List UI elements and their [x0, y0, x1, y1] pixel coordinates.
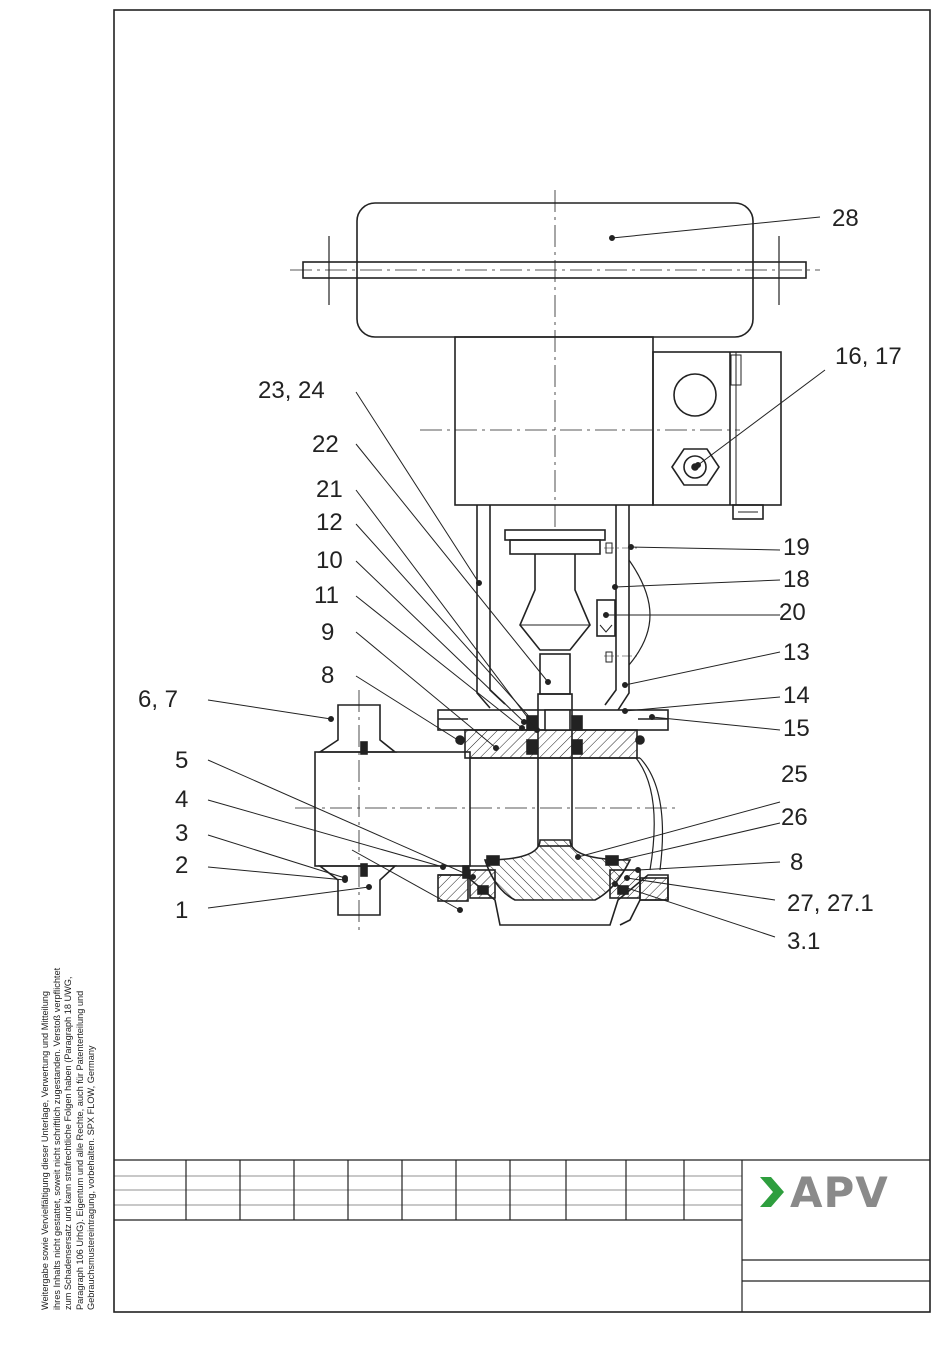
- label-22: 22: [312, 431, 339, 458]
- valve-housing: [420, 190, 782, 530]
- label-8-bottom: 8: [790, 849, 803, 876]
- logo-text: APV: [790, 1167, 889, 1217]
- legal-line: Gebrauchsmustereintragung, vorbehalten. …: [86, 1045, 96, 1310]
- label-28: 28: [832, 205, 859, 232]
- chevron-icon: [760, 1177, 784, 1207]
- label-16-17: 16, 17: [835, 343, 902, 370]
- label-2: 2: [175, 852, 188, 879]
- label-27-27-1: 27, 27.1: [787, 890, 874, 917]
- legal-notice: Weitergabe sowie Vervielfältigung dieser…: [40, 870, 98, 1310]
- drawing-frame: [113, 9, 931, 1313]
- label-9: 9: [321, 619, 334, 646]
- valve-body: [295, 690, 680, 930]
- hex-nut: [671, 448, 720, 486]
- label-3: 3: [175, 820, 188, 847]
- label-3-1: 3.1: [787, 928, 820, 955]
- legal-line: Weitergabe sowie Vervielfältigung dieser…: [40, 990, 50, 1310]
- label-11: 11: [314, 582, 339, 609]
- label-18: 18: [783, 566, 810, 593]
- label-12: 12: [316, 509, 343, 536]
- label-6-7: 6, 7: [138, 686, 178, 713]
- lantern-bracket: [476, 505, 651, 711]
- leader-lines: [207, 216, 826, 938]
- label-25: 25: [781, 761, 808, 788]
- label-13: 13: [783, 639, 810, 666]
- indicator-window: [673, 373, 717, 417]
- label-21: 21: [316, 476, 343, 503]
- label-20: 20: [779, 599, 806, 626]
- label-26: 26: [781, 804, 808, 831]
- apv-logo: APV: [758, 1167, 889, 1217]
- legal-line: ihres Inhalts nicht gestattet, soweit ni…: [51, 967, 62, 1310]
- label-15: 15: [783, 715, 810, 742]
- legal-line: zum Schadensersatz und kann strafrechtli…: [63, 976, 73, 1310]
- label-1: 1: [175, 897, 188, 924]
- label-8-top: 8: [321, 662, 334, 689]
- label-23-24: 23, 24: [258, 377, 325, 404]
- part-labels: 28 16, 17 23, 24 22 21 12 10 11 9 8 6, 7…: [138, 205, 902, 955]
- legal-line: Paragraph 106 UrhG). Eigentum und alle R…: [74, 990, 85, 1310]
- label-14: 14: [783, 682, 810, 709]
- label-5: 5: [175, 747, 188, 774]
- label-19: 19: [783, 534, 810, 561]
- label-4: 4: [175, 786, 188, 813]
- title-block: [114, 1159, 930, 1312]
- label-10: 10: [316, 547, 343, 574]
